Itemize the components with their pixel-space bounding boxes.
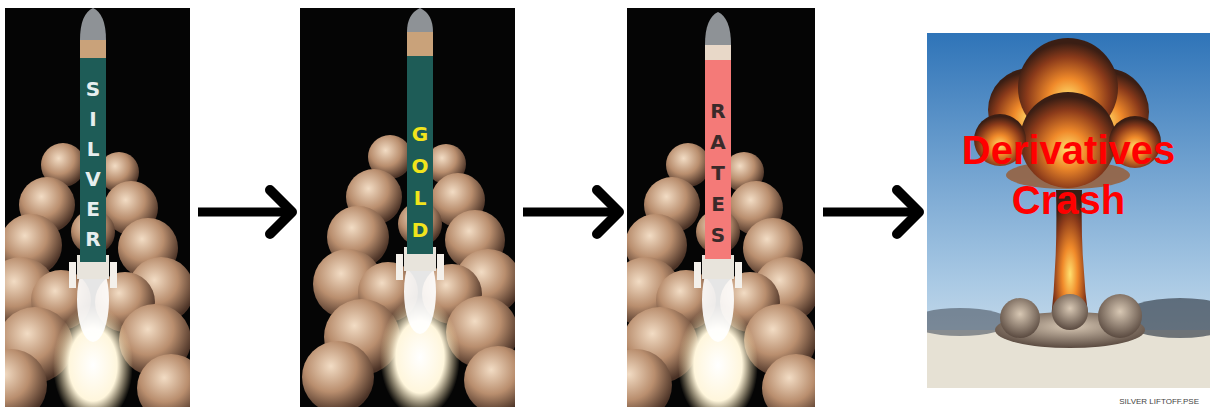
arrow-shaft [823, 208, 915, 217]
flow-arrow [198, 190, 292, 234]
flow-arrow [523, 190, 619, 234]
arrow-shaft [198, 208, 288, 217]
arrow-shaft [523, 208, 615, 217]
arrow-head [597, 190, 619, 234]
rocket-label: RATES [705, 88, 731, 259]
arrow-head [897, 190, 919, 234]
rocket-label: SILVER [80, 66, 106, 262]
explosion-panel: Derivatives Crash [927, 33, 1210, 388]
flow-arrow [823, 190, 919, 234]
rocket-panel: RATES [627, 8, 815, 407]
headline-text: Derivatives Crash [927, 125, 1210, 225]
arrow-head [270, 190, 292, 234]
rocket-label: GOLD [407, 110, 433, 254]
rocket-panel: GOLD [300, 8, 515, 407]
rocket-panel: SILVER [5, 8, 190, 407]
file-watermark: SILVER LIFTOFF.PSE [1119, 397, 1199, 407]
